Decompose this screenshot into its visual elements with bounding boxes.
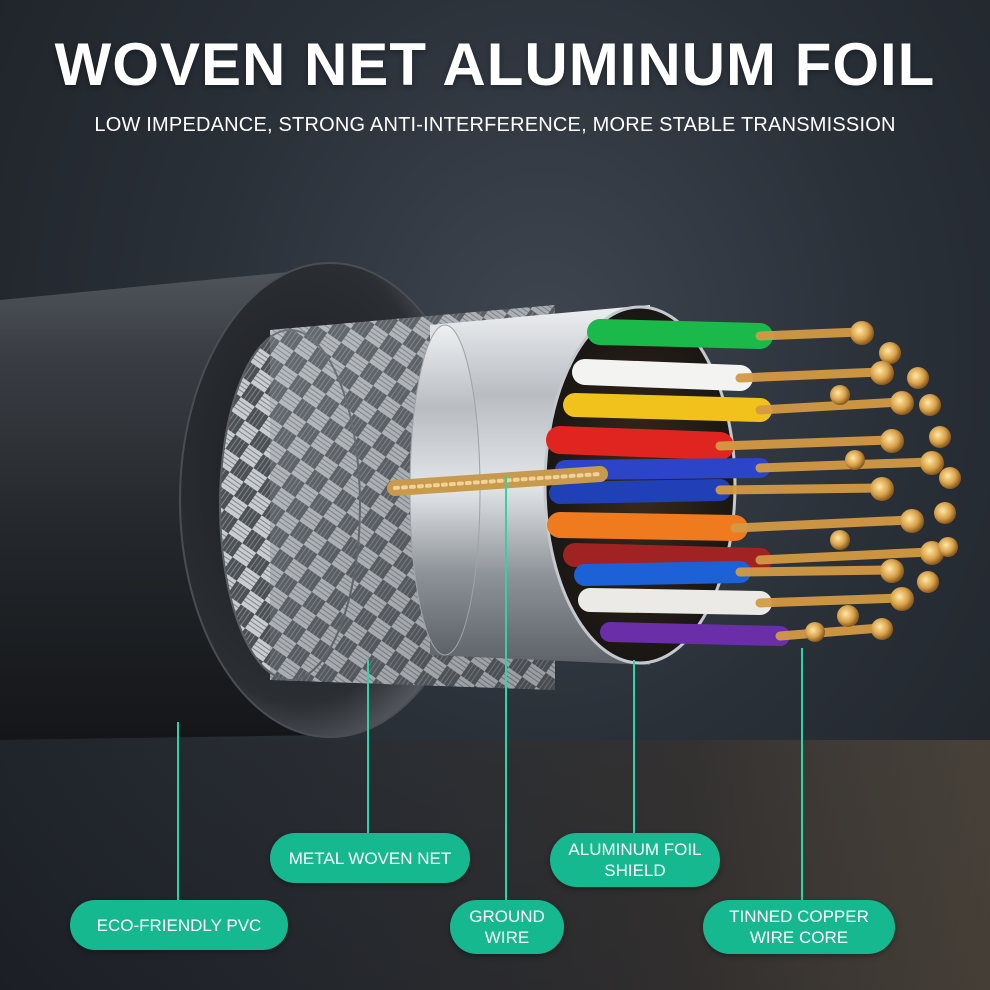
label-aluminum-foil-shield: ALUMINUM FOIL SHIELD bbox=[550, 833, 720, 887]
copper-strands bbox=[715, 327, 935, 641]
label-eco-friendly-pvc: ECO-FRIENDLY PVC bbox=[70, 900, 288, 950]
label-ground-wire: GROUND WIRE bbox=[450, 900, 564, 954]
insulated-wires bbox=[546, 319, 790, 646]
ground-wire bbox=[387, 466, 608, 496]
leader-lines bbox=[177, 475, 803, 900]
label-metal-woven-net: METAL WOVEN NET bbox=[270, 833, 470, 883]
page-title: WOVEN NET ALUMINUM FOIL bbox=[54, 31, 936, 98]
page-subtitle: LOW IMPEDANCE, STRONG ANTI-INTERFERENCE,… bbox=[94, 114, 896, 136]
copper-tips bbox=[805, 321, 961, 642]
label-tinned-copper-wire-core: TINNED COPPER WIRE CORE bbox=[703, 900, 895, 954]
